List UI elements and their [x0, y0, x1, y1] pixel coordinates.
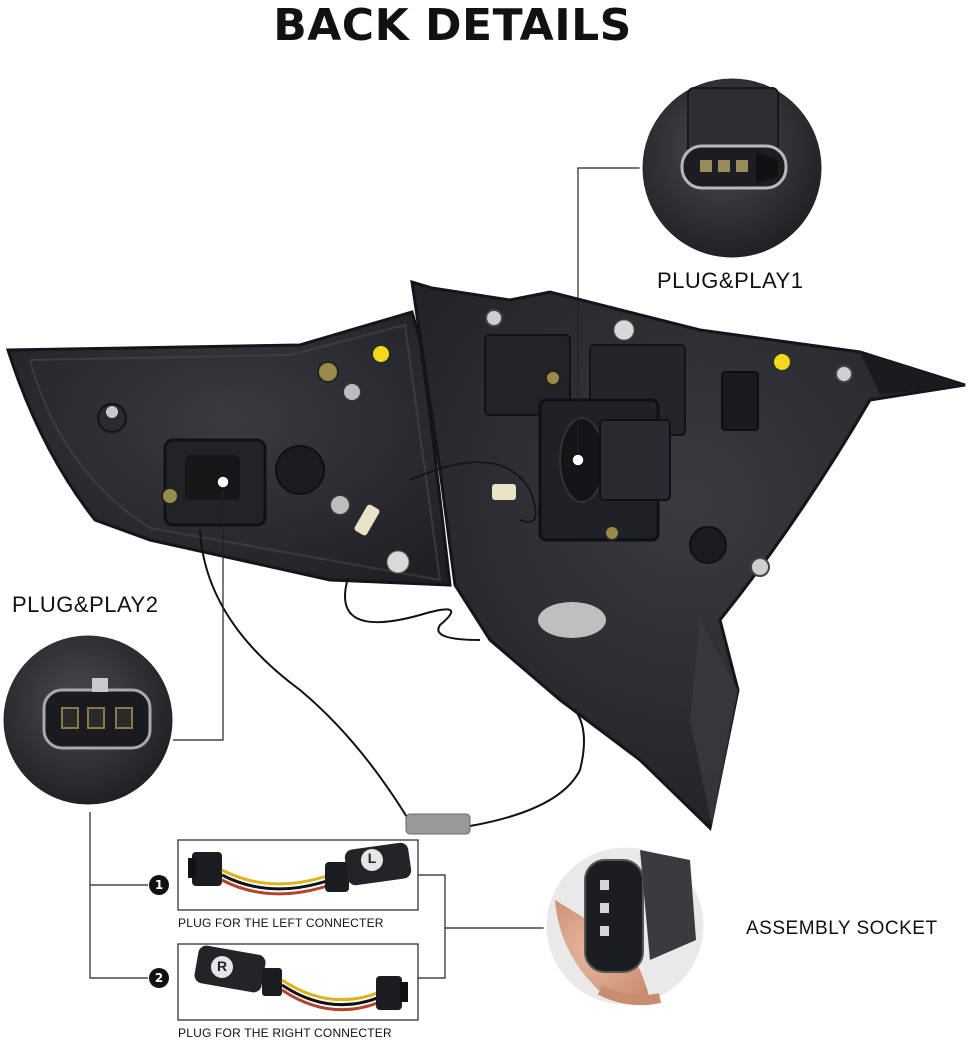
left-plug-caption: PLUG FOR THE LEFT CONNECTER — [178, 916, 384, 930]
yellow-marker-dot-right — [774, 354, 790, 370]
assembly-bracket — [418, 874, 548, 979]
right-plug-harness — [194, 945, 408, 1012]
left-plug-tag: L — [367, 850, 377, 866]
options-bracket — [89, 812, 148, 979]
plug-play-2-label: PLUG&PLAY2 — [12, 592, 159, 617]
plug-play-1-detail — [639, 75, 825, 261]
right-housing-mounting-studs — [485, 309, 853, 577]
plug-play-1-leader — [571, 167, 642, 467]
right-plug-caption: PLUG FOR THE RIGHT CONNECTER — [178, 1026, 392, 1040]
option-marker-1: 1 — [149, 875, 169, 895]
plug-play-2-detail — [0, 632, 176, 808]
plug-play-1-label: PLUG&PLAY1 — [657, 268, 804, 293]
assembly-socket-label: ASSEMBLY SOCKET — [746, 918, 938, 939]
harness-wire-left — [199, 529, 411, 823]
left-tail-light-housing — [5, 310, 452, 587]
option-marker-2: 2 — [149, 968, 169, 988]
loose-wire — [344, 577, 481, 641]
right-plug-tag: R — [216, 958, 228, 974]
yellow-marker-dot — [373, 346, 389, 362]
right-tail-light-housing — [410, 279, 966, 831]
assembly-socket-detail — [543, 844, 707, 1008]
left-plug-harness — [188, 842, 412, 896]
left-housing-mounting-studs — [97, 361, 410, 574]
inline-connector — [405, 813, 471, 835]
plug-play-2-leader — [170, 475, 230, 741]
page-title: BACK DETAILS — [273, 0, 632, 51]
harness-wire-right — [469, 709, 585, 827]
